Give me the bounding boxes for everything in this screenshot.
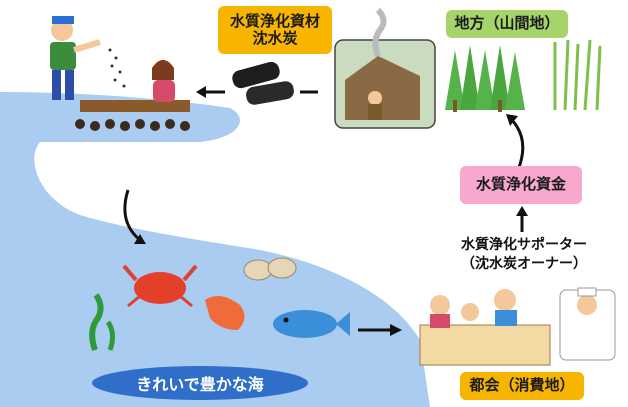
- seeds: [108, 48, 126, 88]
- arrow-to-region: [510, 118, 525, 171]
- charcoal-icon: [232, 61, 294, 105]
- supporter-label: 水質浄化サポーター （沈水炭オーナー）: [434, 236, 614, 274]
- soil-row: [75, 119, 190, 131]
- bamboo-icon: [553, 39, 602, 111]
- shrimp-icon: [205, 296, 245, 330]
- ground: [80, 100, 190, 112]
- arrow-to-farmer: [196, 86, 225, 98]
- charcoal-label-line1: 水質浄化資材: [229, 11, 320, 30]
- charcoal-label: 水質浄化資材 沈水炭: [218, 6, 332, 54]
- supporter-line2: （沈水炭オーナー）: [461, 255, 587, 272]
- fish-icon: [273, 310, 350, 338]
- farmer-icon: [50, 16, 101, 100]
- sushi-chef-icon: [559, 287, 616, 361]
- seaweed-icon: [89, 293, 116, 351]
- city-consumers-icon: [419, 289, 551, 366]
- charcoal-kiln-worker-icon: [334, 7, 436, 129]
- region-label: 地方（山間地）: [446, 10, 568, 38]
- crab-icon: [122, 264, 198, 308]
- fund-label: 水質浄化資金: [460, 166, 582, 204]
- forest-icon: [445, 45, 525, 112]
- river-flow-arrow: [123, 189, 141, 242]
- supporter-line1: 水質浄化サポーター: [461, 237, 587, 253]
- shellfish-icon: [243, 257, 297, 281]
- arrow-to-fund: [516, 206, 528, 232]
- sea-label: きれいで豊かな海: [92, 366, 308, 400]
- arrow-to-city: [358, 324, 402, 336]
- city-label: 都会（消費地）: [460, 372, 584, 400]
- river-and-sea: [0, 92, 430, 407]
- charcoal-label-line2: 沈水炭: [252, 29, 298, 47]
- girl-icon: [152, 60, 175, 102]
